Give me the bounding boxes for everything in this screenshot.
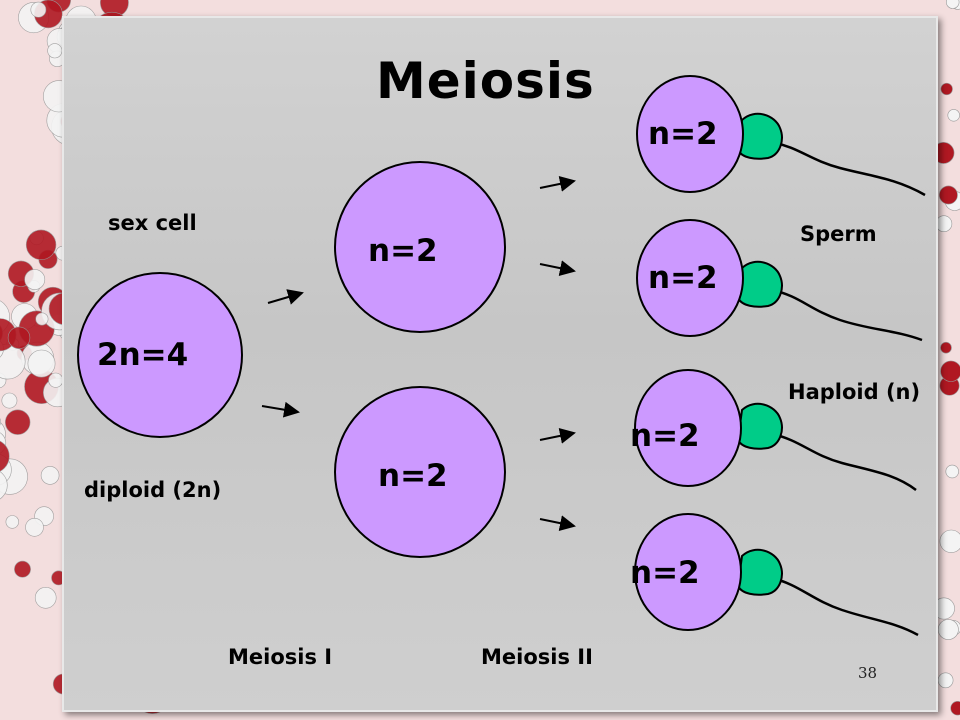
dna-bead <box>0 471 8 500</box>
dna-bead <box>940 82 953 96</box>
haploid-label: Haploid (n) <box>788 380 921 404</box>
dna-bead <box>30 1 47 18</box>
arrow-to-sperm-4 <box>539 515 576 532</box>
arrow-to-daughter-top <box>267 289 304 305</box>
arrow-to-sperm-1 <box>539 175 576 192</box>
dna-bead <box>25 229 57 261</box>
sperm-cell-2 <box>636 219 923 342</box>
daughter-cell-bottom <box>334 386 506 558</box>
sperm-tail <box>771 432 917 491</box>
dna-bead <box>24 269 46 290</box>
sperm-label: Sperm <box>800 222 877 246</box>
sperm-midpiece <box>736 402 783 450</box>
arrow-to-sperm-2 <box>539 260 576 277</box>
daughter-top-label: n=2 <box>368 233 438 269</box>
slide-title: Meiosis <box>376 52 595 110</box>
dna-bead <box>939 529 960 553</box>
dna-bead <box>946 0 960 9</box>
diploid-label: diploid (2n) <box>84 478 222 502</box>
sperm-4-label: n=2 <box>630 555 700 591</box>
arrow-to-daughter-bottom <box>261 401 300 418</box>
dna-bead <box>939 185 958 205</box>
dna-bead <box>5 515 20 529</box>
sperm-cell-1 <box>636 75 926 197</box>
sperm-head <box>634 369 742 487</box>
meiosis-one-label: Meiosis I <box>228 645 333 669</box>
sperm-tail <box>771 288 923 342</box>
sperm-head <box>634 513 742 631</box>
dna-bead <box>937 619 959 640</box>
dna-bead <box>950 701 960 716</box>
dna-bead <box>1 392 18 409</box>
daughter-cell-top <box>334 161 506 333</box>
dna-bead <box>40 466 60 485</box>
dna-bead <box>0 418 1 426</box>
parent-cell <box>77 272 243 438</box>
sperm-midpiece <box>736 260 783 308</box>
page-number: 38 <box>858 664 878 682</box>
dna-bead <box>940 341 952 354</box>
sperm-tail <box>771 140 926 197</box>
sperm-3-label: n=2 <box>630 418 700 454</box>
sperm-head <box>636 219 744 337</box>
parent-cell-label: 2n=4 <box>97 337 189 373</box>
dna-bead <box>35 312 49 326</box>
dna-bead <box>34 586 57 609</box>
arrow-to-sperm-3 <box>539 427 576 444</box>
meiosis-two-label: Meiosis II <box>481 645 593 669</box>
sperm-tail <box>771 576 919 637</box>
daughter-bottom-label: n=2 <box>378 458 448 494</box>
dna-bead <box>14 560 31 578</box>
sperm-midpiece <box>736 112 783 160</box>
dna-bead <box>25 517 44 537</box>
dna-bead <box>7 326 31 349</box>
dna-bead <box>47 43 63 59</box>
dna-bead <box>27 349 56 378</box>
sperm-cell-3 <box>634 369 917 491</box>
dna-bead <box>0 440 10 472</box>
sperm-midpiece <box>736 548 783 596</box>
dna-bead <box>940 360 960 382</box>
dna-bead <box>5 409 31 435</box>
sex-cell-label: sex cell <box>108 211 197 235</box>
dna-bead <box>945 464 959 479</box>
dna-bead <box>937 672 954 689</box>
sperm-head <box>636 75 744 193</box>
sperm-1-label: n=2 <box>648 116 718 152</box>
sperm-cell-4 <box>634 513 919 637</box>
sperm-2-label: n=2 <box>648 260 718 296</box>
